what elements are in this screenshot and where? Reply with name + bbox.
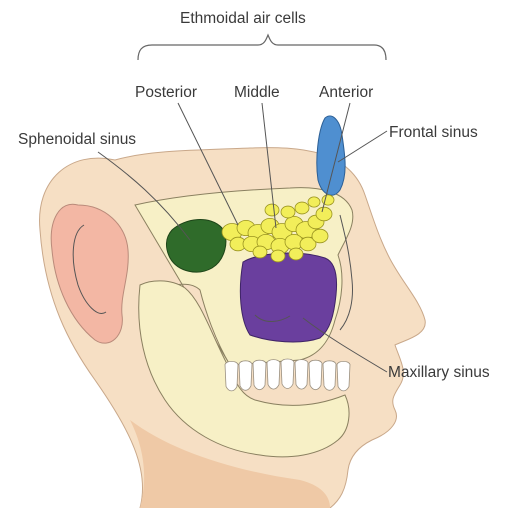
label-middle: Middle [234, 84, 280, 101]
label-maxillary-sinus: Maxillary sinus [388, 364, 490, 381]
tooth [323, 361, 336, 391]
ethmoid-cell [253, 246, 267, 258]
ethmoid-cell [281, 206, 295, 218]
tooth [239, 361, 252, 391]
tooth [267, 360, 280, 390]
sphenoidal-sinus-shape [166, 220, 225, 273]
ethmoid-cell [295, 202, 309, 214]
leader-frontal [338, 131, 387, 162]
label-sphenoidal-sinus: Sphenoidal sinus [18, 131, 136, 148]
label-frontal-sinus: Frontal sinus [389, 124, 478, 141]
label-anterior: Anterior [319, 84, 373, 101]
ethmoidal-title: Ethmoidal air cells [180, 10, 306, 27]
tooth [253, 360, 266, 390]
tooth [295, 360, 308, 390]
frontal-sinus-shape [317, 116, 345, 195]
tooth [281, 359, 294, 389]
maxillary-sinus-shape [240, 253, 336, 342]
tooth [309, 360, 322, 390]
ethmoidal-bracket [138, 35, 386, 60]
ethmoid-cell [312, 229, 328, 243]
ethmoid-cell [271, 250, 285, 262]
ethmoid-cell [289, 248, 303, 260]
label-posterior: Posterior [135, 84, 197, 101]
ethmoid-cell [316, 207, 332, 221]
tooth [225, 361, 238, 391]
ethmoid-cell [265, 204, 279, 216]
teeth [225, 359, 350, 391]
tooth [337, 361, 350, 391]
ethmoid-cell [308, 197, 320, 207]
